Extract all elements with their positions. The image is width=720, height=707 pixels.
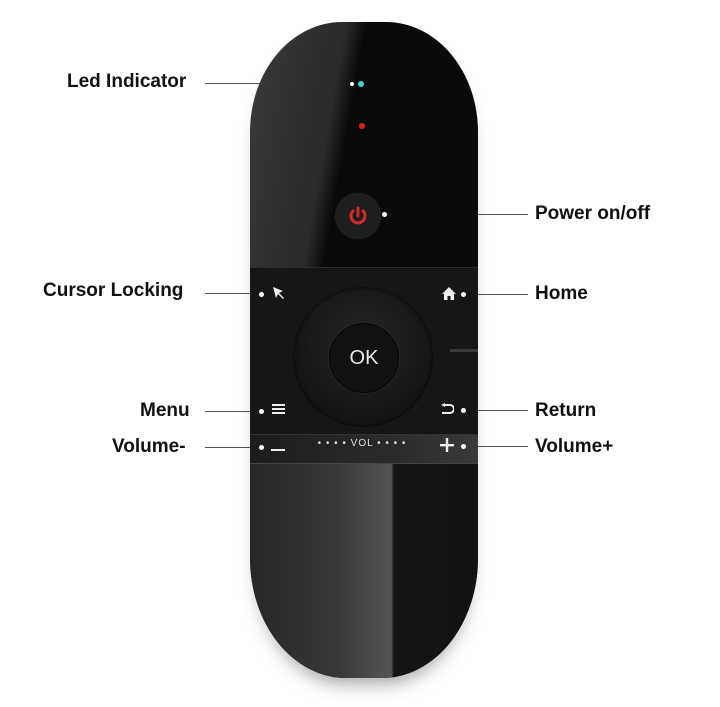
dpad-ring[interactable]: OK: [293, 287, 433, 427]
ok-button[interactable]: OK: [329, 323, 399, 393]
volume-plus-dot: [461, 444, 466, 449]
return-icon: [441, 403, 455, 414]
home-icon: [442, 287, 456, 300]
plus-icon: [440, 438, 454, 452]
home-button[interactable]: [442, 287, 456, 302]
menu-icon: [272, 404, 285, 414]
led-white-icon: [350, 82, 354, 86]
volume-bar[interactable]: [250, 434, 478, 464]
power-dot: [382, 212, 387, 217]
label-volume-minus: Volume-: [112, 436, 186, 457]
label-led-indicator: Led Indicator: [67, 71, 187, 92]
power-button[interactable]: [336, 194, 380, 238]
label-volume-plus: Volume+: [535, 436, 614, 457]
volume-plus-button[interactable]: [440, 438, 454, 454]
cursor-arrow-icon: [273, 287, 284, 299]
label-power: Power on/off: [535, 203, 651, 224]
side-slit: [450, 349, 478, 352]
leader-line: [205, 411, 260, 412]
leader-line: [468, 294, 528, 295]
cursor-dot: [259, 292, 264, 297]
leader-line: [468, 410, 528, 411]
remote-control: OK • • • • VOL • • • •: [250, 22, 478, 678]
menu-button[interactable]: [272, 403, 285, 417]
cursor-lock-button[interactable]: [272, 286, 286, 302]
volume-minus-button[interactable]: [271, 441, 285, 455]
label-menu: Menu: [140, 400, 190, 421]
label-cursor-locking: Cursor Locking: [43, 280, 184, 301]
led-red-icon: [359, 123, 365, 129]
menu-dot: [259, 409, 264, 414]
leader-line: [468, 446, 528, 447]
return-button[interactable]: [440, 403, 455, 417]
remote-bottom-shell: [250, 462, 478, 678]
power-icon: [349, 206, 367, 225]
leader-line: [205, 447, 260, 448]
label-home: Home: [535, 283, 588, 304]
vol-label: • • • • VOL • • • •: [317, 438, 407, 449]
label-return: Return: [535, 400, 597, 421]
volume-minus-dot: [259, 445, 264, 450]
return-dot: [461, 408, 466, 413]
minus-icon: [271, 449, 285, 451]
leader-line: [205, 293, 260, 294]
home-dot: [461, 292, 466, 297]
led-cyan-icon: [358, 81, 364, 87]
